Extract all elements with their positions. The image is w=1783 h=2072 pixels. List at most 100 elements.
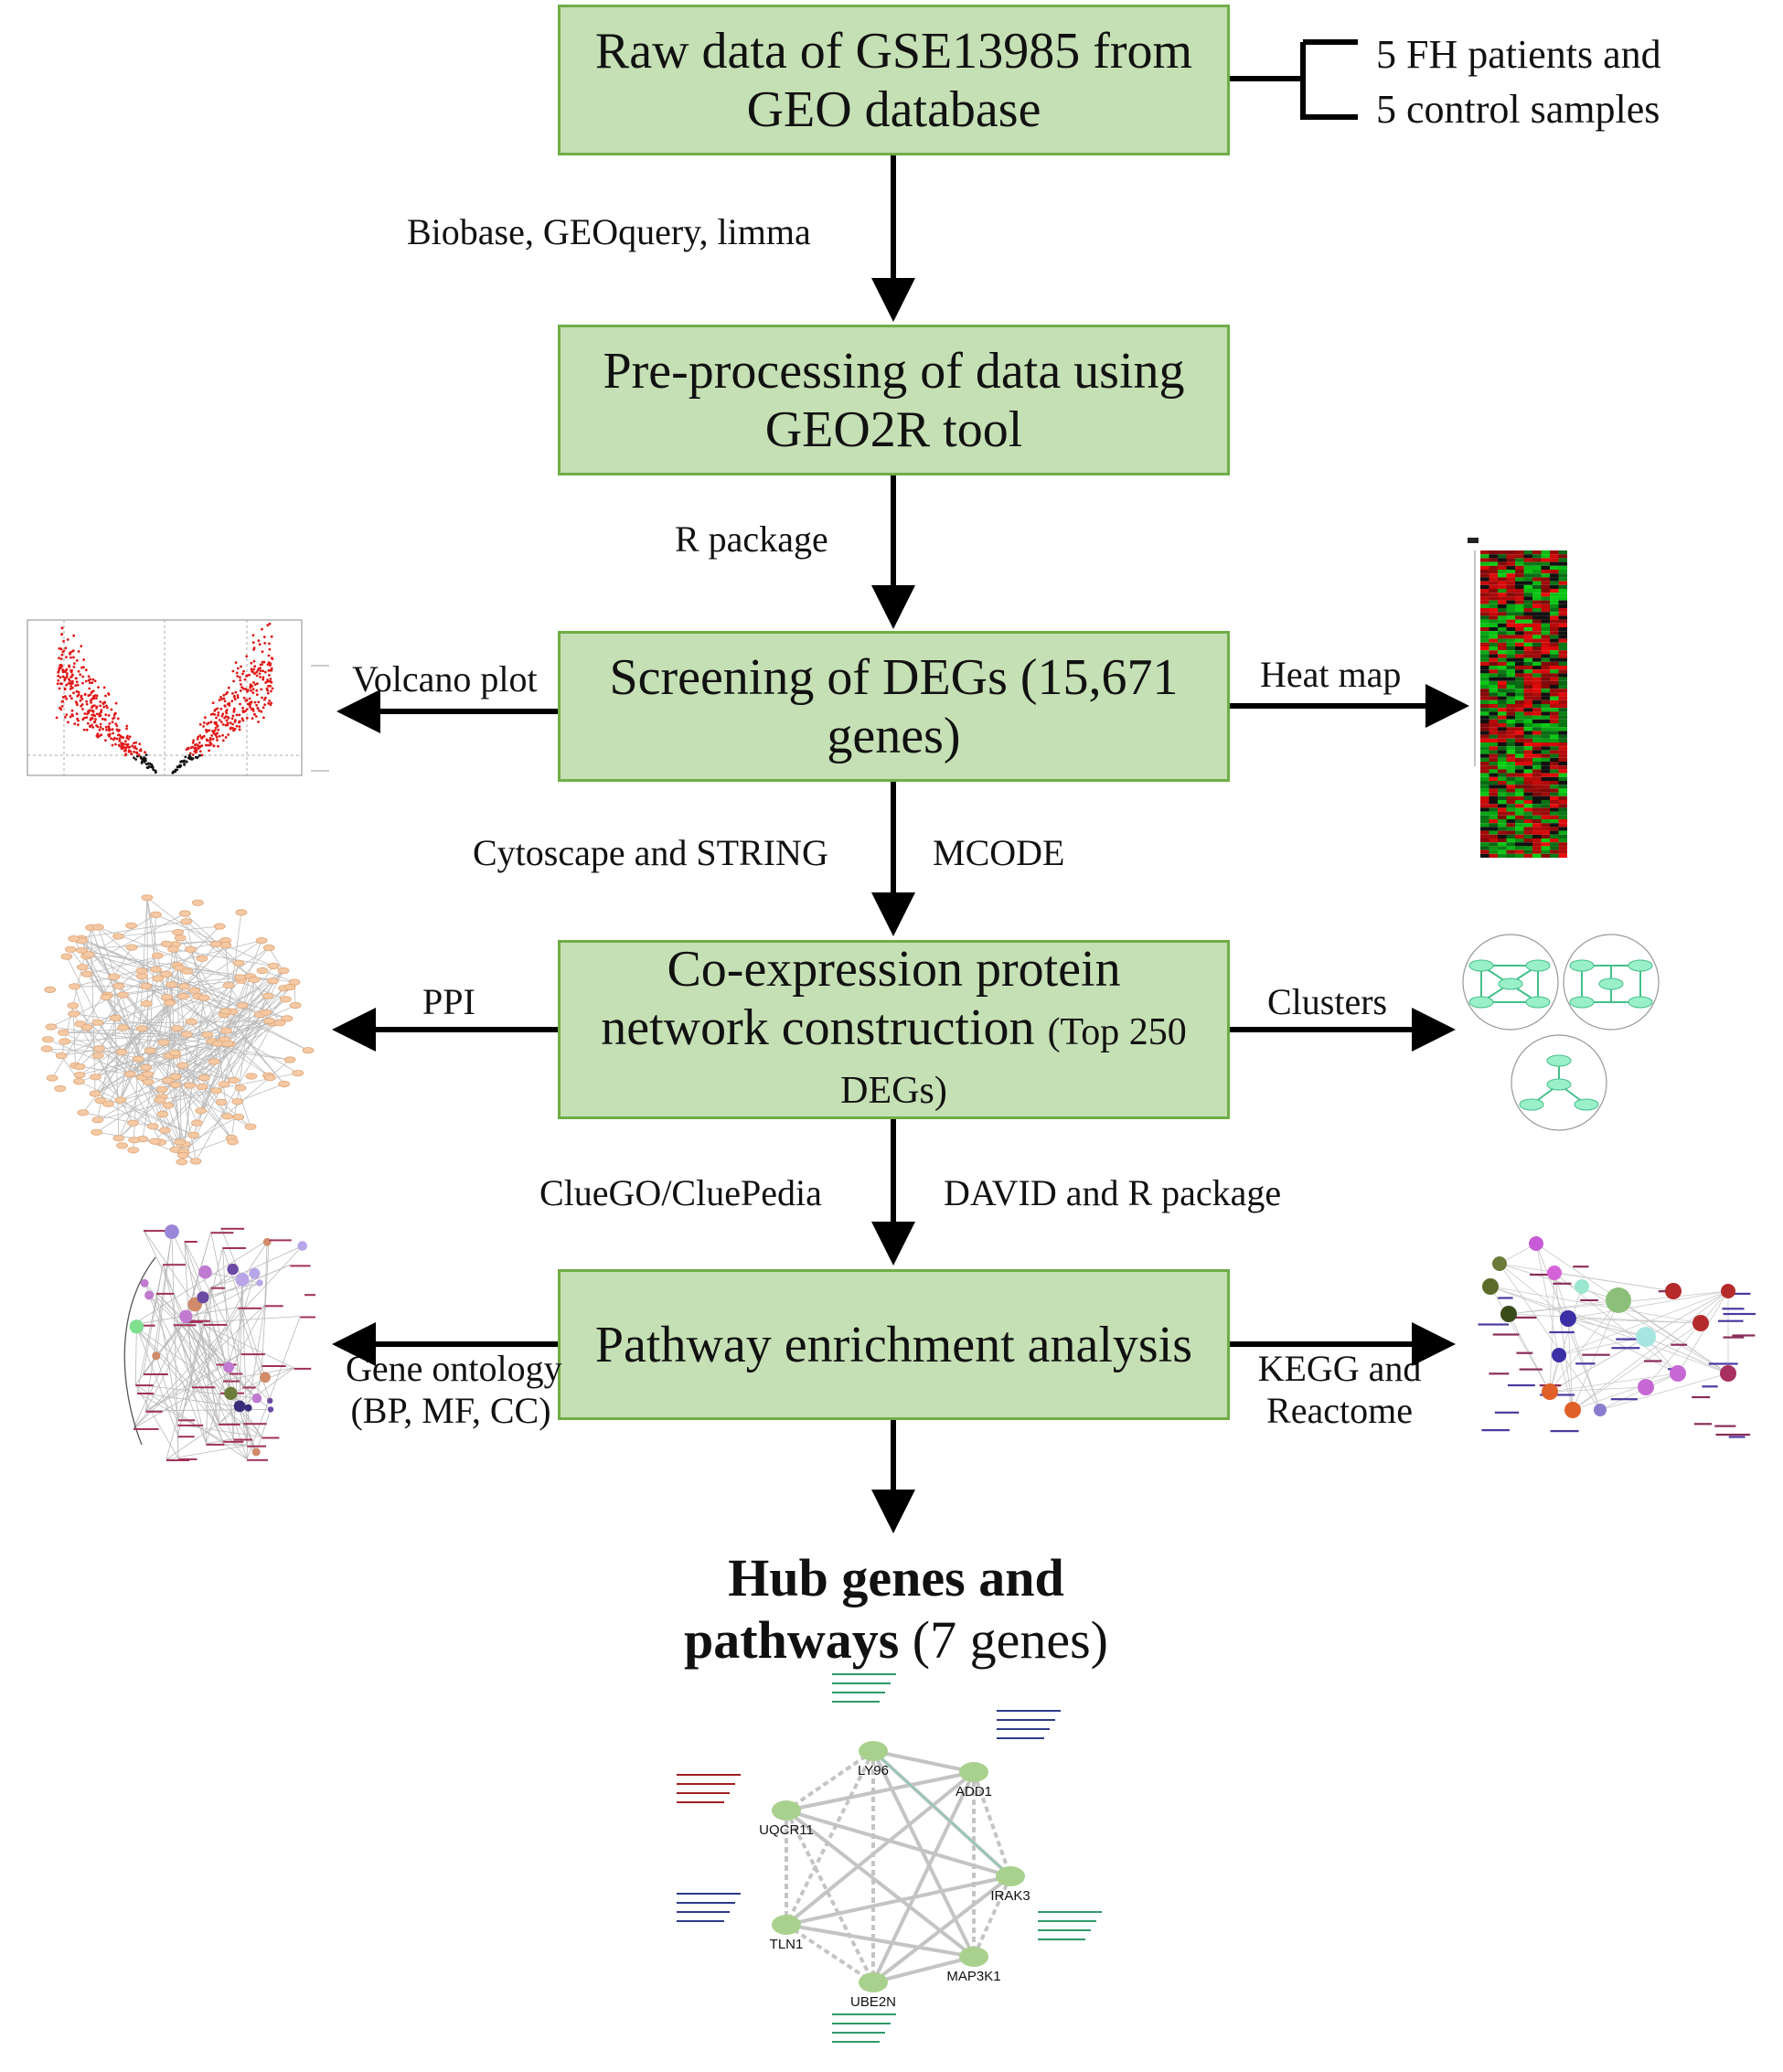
heatmap-cell (1498, 561, 1507, 566)
volcano-point (231, 669, 235, 673)
volcano-point (262, 706, 265, 710)
kegg-node-label (1693, 1423, 1713, 1426)
heatmap-cell (1532, 765, 1542, 770)
heatmap-cell (1489, 804, 1498, 808)
kegg-edge (1558, 1290, 1729, 1356)
ppi-node (94, 1097, 107, 1105)
ppi-node (161, 994, 173, 1001)
ppi-node (187, 1131, 200, 1138)
volcano-point (111, 721, 114, 723)
kegg-node-label (1580, 1298, 1598, 1302)
heatmap-cell (1515, 838, 1524, 843)
hub-annotation (677, 1783, 735, 1785)
ppi-edge (250, 976, 281, 1023)
ppi-node (236, 1002, 249, 1009)
volcano-point (91, 726, 95, 729)
volcano-point (118, 739, 122, 742)
volcano-point (245, 655, 249, 658)
heatmap-cell (1541, 711, 1550, 716)
ppi-node (77, 1109, 90, 1116)
kegg-node (1547, 1266, 1562, 1280)
hub-gene-node (959, 1947, 988, 1967)
heatmap-cell (1480, 650, 1489, 655)
heatmap-cell (1480, 685, 1489, 689)
volcano-point (257, 667, 261, 670)
heatmap-cell (1489, 608, 1498, 613)
volcano-point (172, 770, 176, 774)
box-raw-data: Raw data of GSE13985 from GEO database (558, 5, 1230, 155)
heatmap-cell (1506, 773, 1515, 777)
volcano-point (236, 694, 240, 697)
heatmap-cell (1489, 762, 1498, 766)
heatmap-cell (1506, 589, 1515, 593)
ppi-node (135, 967, 148, 975)
heatmap-cell (1489, 750, 1498, 754)
volcano-point (75, 680, 79, 684)
ppi-edge (73, 938, 298, 1073)
heatmap-cell (1506, 593, 1515, 597)
volcano-point (62, 649, 66, 653)
go-node-label (290, 1265, 311, 1267)
heatmap-cell (1498, 638, 1507, 643)
heatmap-cell (1550, 646, 1559, 651)
go-node (260, 1372, 271, 1383)
ppi-node (91, 1052, 104, 1059)
ppi-node (146, 1123, 159, 1130)
heatmap-cell (1515, 846, 1524, 850)
heatmap-cell (1523, 727, 1532, 732)
volcano-point (87, 675, 91, 678)
heatmap-cell (1498, 734, 1507, 739)
volcano-point (207, 739, 209, 742)
ppi-node (260, 1009, 272, 1016)
heatmap-cell (1550, 750, 1559, 754)
heatmap-cell (1506, 804, 1515, 808)
heatmap-cell (1558, 734, 1567, 739)
ppi-node (46, 1074, 59, 1082)
heatmap-cell (1498, 853, 1507, 858)
heatmap-cell (1532, 680, 1542, 685)
volcano-point (268, 647, 272, 651)
volcano-point (88, 687, 91, 690)
volcano-point (217, 711, 220, 714)
ppi-node (157, 1039, 170, 1046)
heatmap-cell (1498, 635, 1507, 639)
heatmap-cell (1550, 830, 1559, 835)
heatmap-cell (1523, 696, 1532, 700)
volcano-point (60, 682, 63, 686)
volcano-point (225, 711, 229, 715)
volcano-point (240, 686, 243, 689)
heatmap-cell (1498, 654, 1507, 658)
ppi-edge (120, 1059, 139, 1101)
volcano-point (211, 701, 215, 704)
ppi-edge (225, 945, 230, 986)
heatmap-cell (1558, 800, 1567, 805)
heatmap-cell (1523, 642, 1532, 646)
ppi-node (140, 1063, 153, 1071)
heatmap-cell (1532, 842, 1542, 847)
volcano-point (218, 734, 221, 738)
heatmap-cell (1532, 804, 1542, 808)
go-edge (155, 1292, 258, 1399)
heatmap-cell (1550, 615, 1559, 620)
heatmap-cell (1523, 669, 1532, 674)
heatmap-cell (1506, 680, 1515, 685)
heatmap-cell (1506, 623, 1515, 627)
heatmap-cell (1506, 708, 1515, 712)
hub-edge (972, 1875, 1012, 1958)
ppi-node (112, 982, 125, 990)
volcano-point (140, 756, 143, 760)
heatmap-cell (1550, 807, 1559, 812)
go-node (179, 1309, 193, 1323)
heatmap-cell (1498, 631, 1507, 635)
heatmap-cell (1523, 554, 1532, 559)
heatmap-cell (1498, 792, 1507, 796)
heatmap-cell (1515, 715, 1524, 720)
volcano-point (57, 669, 60, 672)
heatmap-cell (1532, 608, 1542, 613)
heatmap-cell (1532, 781, 1542, 785)
heatmap-cell (1506, 731, 1515, 735)
heatmap-cell (1523, 823, 1532, 828)
heatmap-cell (1515, 757, 1524, 762)
heatmap-cell (1506, 711, 1515, 716)
heatmap-cell (1550, 577, 1559, 582)
